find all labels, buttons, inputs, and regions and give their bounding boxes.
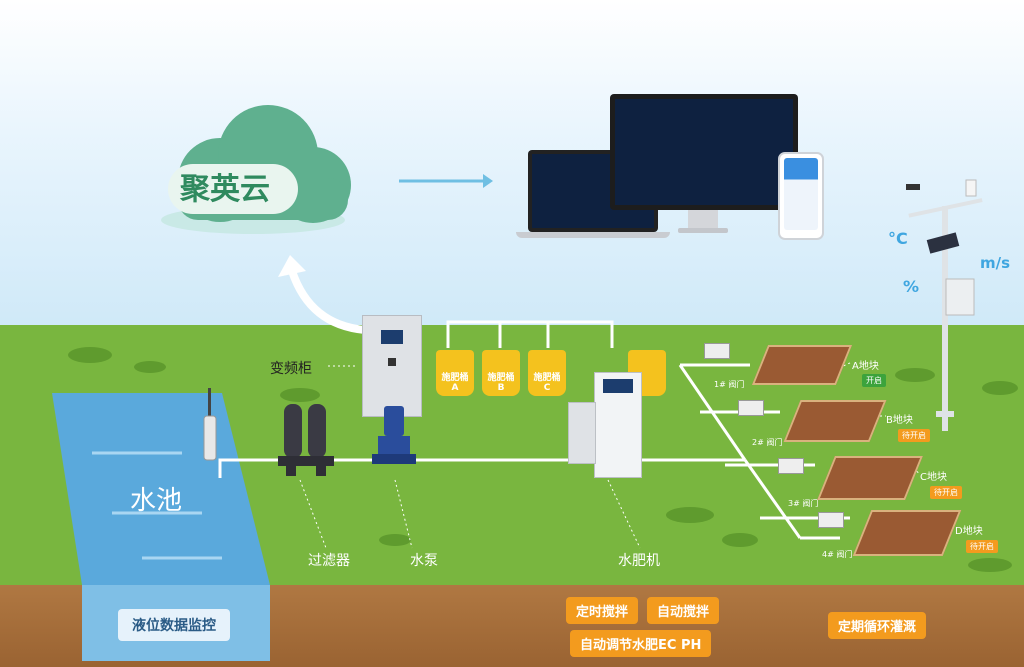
valve-3-label: 3# 阀门 — [788, 499, 819, 508]
valve-3-icon — [778, 458, 804, 474]
level-sensor-icon — [203, 388, 217, 461]
valve-2-icon — [738, 400, 764, 416]
bucket-title: 施肥桶 — [441, 373, 469, 383]
valve-1-icon — [704, 343, 730, 359]
humidity-unit: % — [903, 277, 920, 296]
fertilizer-bucket-c: 施肥桶 C — [528, 350, 566, 396]
plot-c — [817, 456, 923, 500]
phone-icon — [778, 152, 824, 240]
valve-4-label: 4# 阀门 — [822, 550, 853, 559]
plot-a-status: 开启 — [862, 374, 886, 387]
weather-station-icon — [906, 179, 983, 431]
pump-label: 水泵 — [410, 553, 438, 569]
plot-d-label: D地块 — [955, 526, 983, 537]
filter-label: 过滤器 — [308, 553, 350, 569]
cloud-label: 聚英云 — [180, 172, 270, 207]
fertilizer-bucket-b: 施肥桶 B — [482, 350, 520, 396]
monitor-base — [678, 228, 728, 233]
grass-patches — [68, 347, 1018, 572]
frequency-cabinet — [362, 315, 422, 417]
plot-a-label: A地块 — [852, 361, 879, 372]
valve-2-label: 2# 阀门 — [752, 438, 783, 447]
bucket-title: 施肥桶 — [487, 373, 515, 383]
valve-1-label: 1# 阀门 — [714, 380, 745, 389]
plot-a — [751, 345, 853, 385]
arrow-right-icon — [399, 174, 493, 188]
upload-arrow-icon — [278, 255, 366, 334]
fertilizer-machine-label: 水肥机 — [618, 553, 660, 569]
cycle-irrigation-tag: 定期循环灌溉 — [828, 612, 927, 639]
pump-icon — [372, 406, 416, 464]
fertilizer-machine-icon — [568, 372, 642, 478]
auto-mix-tag: 自动搅拌 — [647, 597, 720, 624]
plot-c-label: C地块 — [920, 472, 947, 483]
plot-c-status: 待开启 — [930, 486, 962, 499]
bucket-letter: A — [451, 383, 459, 393]
filter-icon — [278, 404, 334, 476]
sky-background — [0, 0, 1024, 330]
monitor-icon — [610, 94, 798, 210]
wind-unit: m/s — [980, 254, 1011, 272]
timed-mix-tag: 定时搅拌 — [566, 597, 639, 624]
valve-4-icon — [818, 512, 844, 528]
cloud-icon — [161, 105, 351, 234]
cabinet-label: 变频柜 — [270, 361, 312, 377]
bucket-title: 施肥桶 — [533, 373, 561, 383]
monitor-stand — [688, 210, 718, 228]
plot-b-status: 待开启 — [898, 429, 930, 442]
plot-b — [783, 400, 887, 442]
plot-d — [852, 510, 962, 556]
plot-b-label: B地块 — [886, 415, 913, 426]
laptop-base — [516, 232, 670, 238]
level-monitor-tag: 液位数据监控 — [118, 609, 230, 641]
auto-adjust-tag: 自动调节水肥EC PH — [570, 630, 712, 657]
bucket-letter: B — [497, 383, 505, 393]
temperature-unit: °C — [888, 229, 908, 248]
plot-d-status: 待开启 — [966, 540, 998, 553]
fertilizer-bucket-a: 施肥桶 A — [436, 350, 474, 396]
bucket-letter: C — [543, 383, 551, 393]
pool-label: 水池 — [130, 486, 183, 516]
